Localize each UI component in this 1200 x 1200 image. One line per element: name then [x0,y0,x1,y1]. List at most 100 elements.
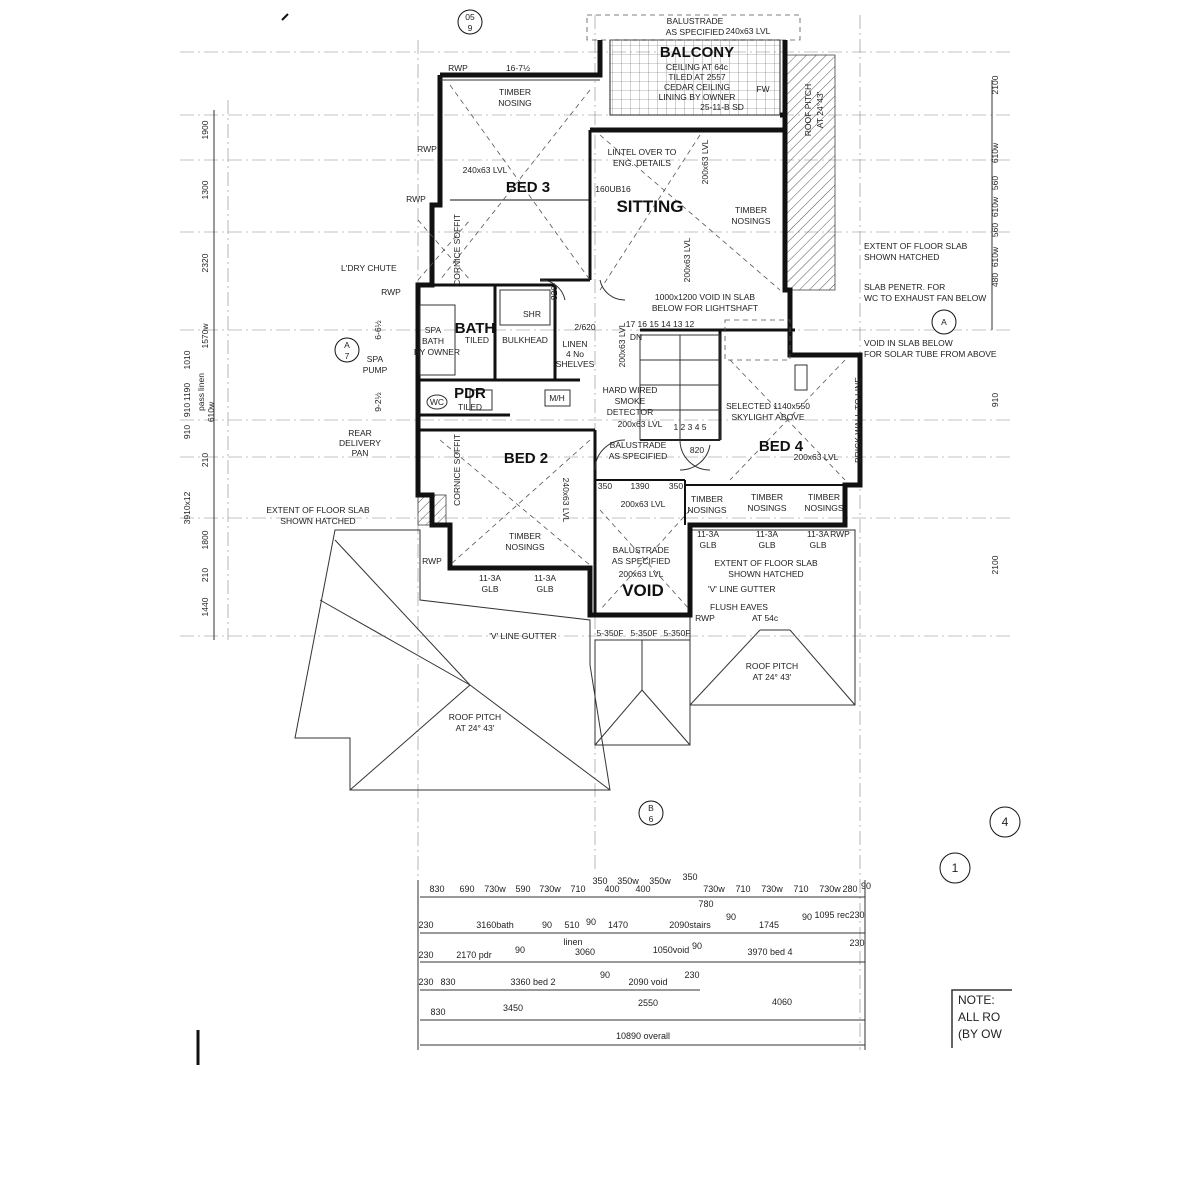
svg-text:350: 350 [682,872,697,882]
room-bed4: BED 4 [759,438,804,455]
svg-text:730w: 730w [761,884,783,894]
svg-text:820: 820 [549,286,559,300]
svg-text:TIMBER: TIMBER [509,531,541,541]
svg-text:L'DRY CHUTE: L'DRY CHUTE [341,263,397,273]
svg-text:GLB: GLB [481,584,498,594]
room-bath: BATH [455,320,496,337]
svg-text:GLB: GLB [536,584,553,594]
page-mark-corner [281,13,289,21]
svg-text:TIMBER: TIMBER [735,205,767,215]
svg-text:DETECTOR: DETECTOR [607,407,654,417]
svg-text:SKYLIGHT ABOVE: SKYLIGHT ABOVE [731,412,804,422]
svg-text:3160bath: 3160bath [476,920,514,930]
svg-text:BELOW FOR LIGHTSHAFT: BELOW FOR LIGHTSHAFT [652,303,758,313]
svg-text:CORNICE SOFFIT: CORNICE SOFFIT [452,434,462,506]
svg-text:820: 820 [690,445,704,455]
svg-text:730w: 730w [819,884,841,894]
svg-text:ROOF PITCH: ROOF PITCH [449,712,501,722]
svg-text:230: 230 [418,950,433,960]
svg-text:1000x1200 VOID IN SLAB: 1000x1200 VOID IN SLAB [655,292,756,302]
svg-text:210: 210 [200,453,210,467]
left-dimension-chain: 1900 1300 2320 6-6½ 1570w 1010 linen 119… [182,110,383,640]
svg-text:WC: WC [430,397,444,407]
svg-text:7: 7 [345,351,350,361]
svg-text:1: 1 [952,861,959,875]
right-dimension-chain: 2100 610w 560 610w 560 610w 480 910 2100 [990,75,1000,574]
svg-text:ROOF PITCH: ROOF PITCH [746,661,798,671]
svg-text:1800: 1800 [200,530,210,549]
svg-text:350w: 350w [617,876,639,886]
svg-text:linen: linen [563,937,582,947]
svg-text:4060: 4060 [772,997,792,1007]
svg-text:SHR: SHR [523,309,541,319]
svg-text:6: 6 [649,814,654,824]
svg-text:730w: 730w [703,884,725,894]
svg-text:NOSINGS: NOSINGS [505,542,545,552]
svg-text:3060: 3060 [575,947,595,957]
svg-text:TIMBER: TIMBER [808,492,840,502]
svg-text:ENG. DETAILS: ENG. DETAILS [613,158,671,168]
svg-text:3910x12: 3910x12 [182,491,192,524]
svg-text:200x63 LVL: 200x63 LVL [621,499,666,509]
svg-text:TIMBER: TIMBER [691,494,723,504]
svg-text:FOR SOLAR TUBE FROM ABOVE: FOR SOLAR TUBE FROM ABOVE [864,349,997,359]
room-bed2: BED 2 [504,450,548,467]
svg-text:3360 bed 2: 3360 bed 2 [510,977,555,987]
svg-text:90: 90 [586,917,596,927]
roof-outlines [294,529,856,791]
svg-text:11-3A: 11-3A [807,529,829,539]
svg-text:DN: DN [630,332,642,342]
svg-text:710: 710 [735,884,750,894]
svg-text:A: A [344,340,350,350]
svg-text:200x63 LVL: 200x63 LVL [682,237,692,282]
svg-text:LINING BY OWNER: LINING BY OWNER [659,92,736,102]
room-void: VOID [622,581,664,600]
svg-text:1470: 1470 [608,920,628,930]
svg-text:610w: 610w [990,142,1000,163]
svg-text:SHOWN HATCHED: SHOWN HATCHED [280,516,355,526]
room-sitting: SITTING [616,197,683,216]
svg-text:EXTENT OF FLOOR SLAB: EXTENT OF FLOOR SLAB [714,558,818,568]
svg-text:RWP: RWP [417,144,437,154]
svg-text:LINEN: LINEN [562,339,587,349]
svg-text:PUMP: PUMP [363,365,388,375]
svg-text:CORNICE SOFFIT: CORNICE SOFFIT [452,214,462,286]
svg-text:2/620: 2/620 [574,322,596,332]
svg-text:DELIVERY: DELIVERY [339,438,381,448]
svg-text:TILED: TILED [458,402,482,412]
svg-text:280: 280 [842,884,857,894]
svg-text:RWP: RWP [830,529,850,539]
room-bed3: BED 3 [506,179,550,196]
svg-text:9-2½: 9-2½ [373,392,383,411]
svg-text:TIMBER: TIMBER [499,87,531,97]
svg-text:90: 90 [861,881,871,891]
svg-text:BALUSTRADE: BALUSTRADE [667,16,724,26]
svg-text:610w: 610w [990,246,1000,267]
svg-text:510: 510 [564,920,579,930]
svg-text:(BY OW: (BY OW [958,1027,1002,1041]
svg-text:RWP: RWP [695,613,715,623]
svg-text:6-6½: 6-6½ [373,320,383,339]
notes-box: NOTE: ALL RO (BY OW [951,989,1012,1048]
svg-text:EXTENT OF FLOOR SLAB: EXTENT OF FLOOR SLAB [864,241,968,251]
svg-text:240x63 LVL: 240x63 LVL [561,478,571,523]
svg-text:HARD WIRED: HARD WIRED [603,385,658,395]
svg-text:A: A [941,317,947,327]
svg-text:05: 05 [465,12,475,22]
svg-text:690: 690 [459,884,474,894]
svg-text:9: 9 [468,23,473,33]
svg-text:230: 230 [418,977,433,987]
room-pdr: PDR [454,385,486,402]
svg-text:AS SPECIFIED: AS SPECIFIED [609,451,668,461]
svg-text:610w: 610w [206,401,216,422]
svg-text:SELECTED 1140x550: SELECTED 1140x550 [726,401,810,411]
svg-text:NOSINGS: NOSINGS [687,505,727,515]
svg-text:RWP: RWP [422,556,442,566]
svg-text:230: 230 [684,970,699,980]
svg-text:590: 590 [515,884,530,894]
svg-text:1095 rec: 1095 rec [814,910,850,920]
svg-text:NOSING: NOSING [498,98,532,108]
svg-text:830: 830 [440,977,455,987]
svg-text:11-3A: 11-3A [534,573,556,583]
